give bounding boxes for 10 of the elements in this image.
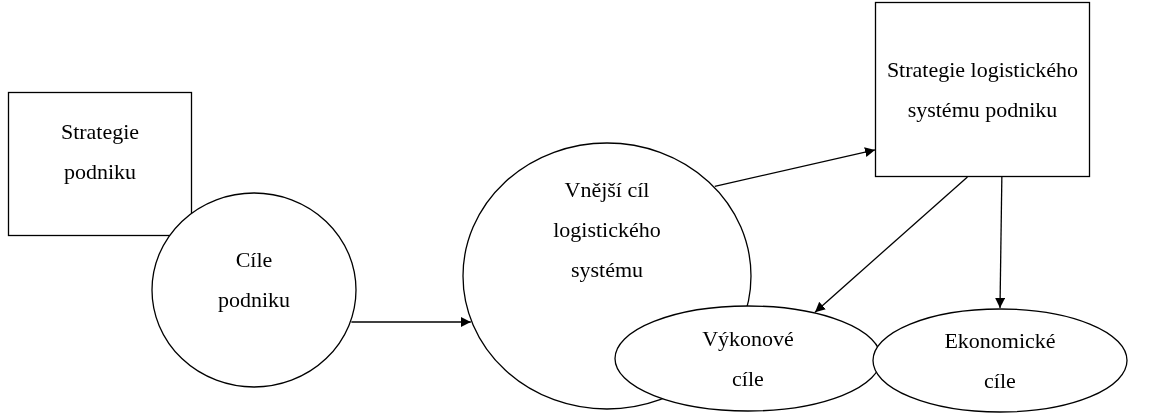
node-label: Ekonomické cíle bbox=[943, 326, 1057, 395]
node-label: Strategie logistického systému podniku bbox=[885, 55, 1080, 124]
arrow bbox=[814, 176, 969, 313]
node-label: Výkonové cíle bbox=[701, 324, 795, 393]
arrow bbox=[350, 317, 472, 327]
node-label: Strategie podniku bbox=[59, 118, 141, 186]
arrow bbox=[714, 147, 876, 187]
node-label: Cíle podniku bbox=[216, 246, 292, 314]
arrow bbox=[995, 176, 1006, 309]
node-label: Vnější cíl logistického systému bbox=[552, 176, 662, 284]
